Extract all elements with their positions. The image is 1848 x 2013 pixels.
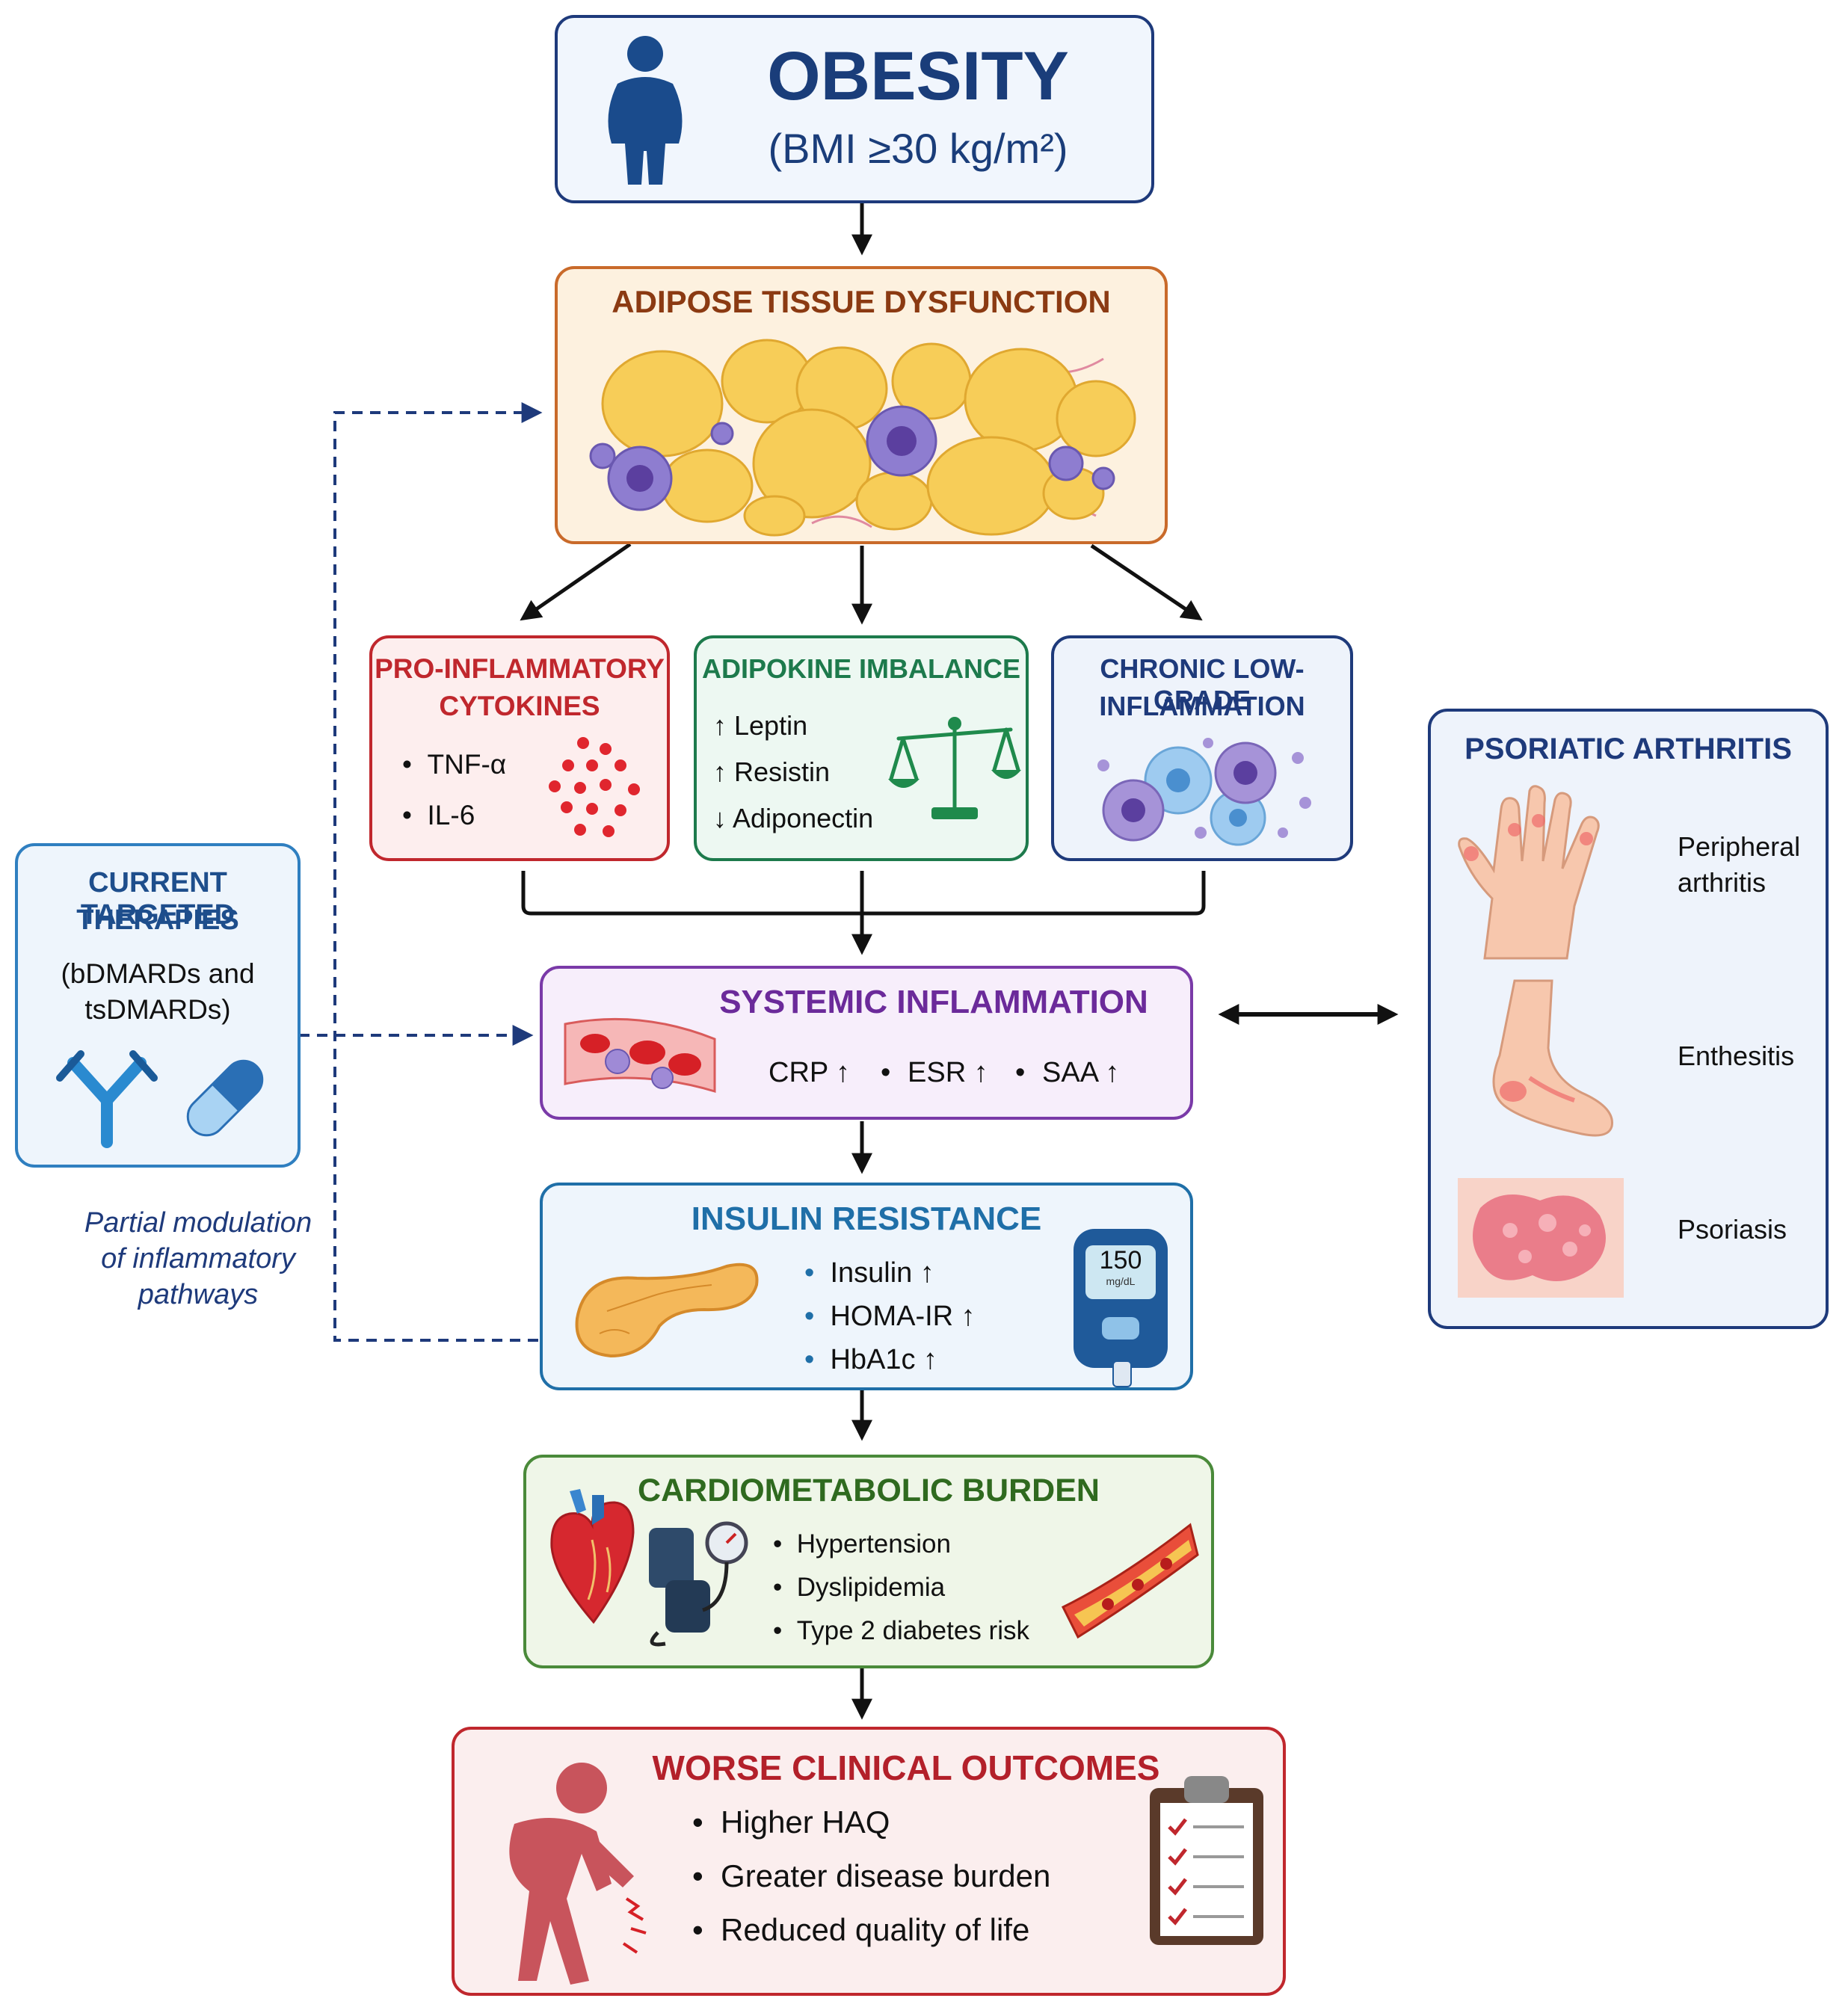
chronic-title-line1: CHRONIC LOW-GRADE	[1100, 653, 1305, 715]
fat-cells-illustration	[589, 339, 1136, 537]
cytokine-dots-icon	[549, 737, 640, 837]
hba1c-text: HbA1c ↑	[830, 1344, 938, 1375]
adipose-box: ADIPOSE TISSUE DYSFUNCTION	[555, 266, 1168, 544]
dyslipidemia-text: Dyslipidemia	[796, 1573, 946, 1602]
insulin-item-hba1c: • HbA1c ↑	[804, 1344, 938, 1375]
adiponectin-text: Adiponectin	[733, 803, 874, 833]
cytokine-item-il6: • IL-6	[402, 800, 475, 830]
systemic-title: SYSTEMIC INFLAMMATION	[719, 984, 1148, 1020]
heart-icon	[550, 1489, 635, 1624]
capsule-icon	[186, 1059, 264, 1137]
outcome-item-burden: • Greater disease burden	[692, 1858, 1051, 1893]
cytokine-il6-text: IL-6	[427, 800, 475, 830]
insulin-text: Insulin ↑	[830, 1257, 934, 1289]
artery-plaque-icon	[1061, 1523, 1199, 1639]
modulation-line2: of inflammatory	[101, 1243, 295, 1274]
systemic-marker-crp: CRP ↑	[769, 1057, 851, 1088]
person-in-pain-icon	[509, 1763, 647, 1985]
systemic-marker-saa: SAA ↑	[1042, 1057, 1120, 1088]
person-icon	[608, 36, 683, 185]
insulin-item-insulin: • Insulin ↑	[804, 1257, 934, 1289]
resistin-text: Resistin	[734, 756, 831, 787]
flow-arrows	[520, 203, 1399, 1720]
outcomes-title: WORSE CLINICAL OUTCOMES	[652, 1748, 1160, 1787]
psa-title: PSORIATIC ARTHRITIS	[1464, 733, 1792, 765]
antibody-icon	[56, 1050, 158, 1148]
psa-peripheral-line2: arthritis	[1678, 867, 1767, 898]
haq-text: Higher HAQ	[721, 1804, 890, 1840]
adipokine-item-leptin: ↑ Leptin	[713, 710, 807, 742]
modulation-note: Partial modulation of inflammatory pathw…	[15, 1205, 381, 1313]
systemic-bullet-1: •	[881, 1057, 891, 1088]
blood-vessel-icon	[564, 1017, 716, 1094]
adipokine-title: ADIPOKINE IMBALANCE	[701, 653, 1020, 684]
therapies-title-line2: THERAPIES	[76, 904, 239, 936]
dashed-feedback-lines	[299, 402, 543, 1342]
cardio-item-diabetes: • Type 2 diabetes risk	[773, 1616, 1029, 1645]
psoriasis-skin-icon	[1458, 1178, 1624, 1298]
glucose-meter-strip	[1112, 1360, 1132, 1387]
modulation-line3: pathways	[138, 1279, 259, 1310]
cardio-title: CARDIOMETABOLIC BURDEN	[638, 1473, 1100, 1508]
chronic-box: CHRONIC LOW-GRADE INFLAMMATION	[1051, 635, 1353, 861]
insulin-box: INSULIN RESISTANCE • Insulin ↑ • HOMA-IR…	[540, 1183, 1193, 1390]
therapies-title-line1: CURRENT TARGETED	[80, 867, 235, 931]
cytokine-tnf-text: TNF-α	[427, 749, 507, 780]
leptin-arrow: ↑	[713, 710, 727, 741]
glucose-meter-unit: mg/dL	[1106, 1275, 1136, 1287]
modulation-line1: Partial modulation	[84, 1207, 312, 1239]
adipokine-item-adiponectin: ↓ Adiponectin	[713, 803, 873, 834]
pancreas-icon	[575, 1263, 759, 1358]
homa-text: HOMA-IR ↑	[830, 1301, 976, 1332]
cardio-item-dyslipidemia: • Dyslipidemia	[773, 1573, 946, 1602]
chronic-title-line2: INFLAMMATION	[1099, 691, 1305, 721]
adiponectin-arrow: ↓	[713, 803, 727, 833]
insulin-title: INSULIN RESISTANCE	[691, 1200, 1042, 1237]
outcomes-box: WORSE CLINICAL OUTCOMES • Higher HAQ • G…	[452, 1727, 1286, 1996]
adipokine-box: ADIPOKINE IMBALANCE ↑ Leptin ↑ Resistin …	[694, 635, 1029, 861]
glucose-meter-screen: 150 mg/dL	[1085, 1245, 1156, 1299]
systemic-marker-esr: ESR ↑	[908, 1057, 988, 1088]
obesity-subtitle: (BMI ≥30 kg/m²)	[768, 125, 1068, 172]
psa-enthesitis: Enthesitis	[1678, 1041, 1795, 1071]
foot-icon	[1492, 979, 1613, 1137]
glucose-meter-value: 150	[1099, 1246, 1142, 1274]
insulin-item-homa: • HOMA-IR ↑	[804, 1301, 976, 1332]
psa-peripheral-line1: Peripheral	[1678, 831, 1801, 862]
leptin-text: Leptin	[734, 710, 808, 741]
outcome-item-haq: • Higher HAQ	[692, 1804, 890, 1840]
burden-text: Greater disease burden	[721, 1858, 1051, 1893]
immune-cells-icon	[1097, 738, 1311, 846]
resistin-arrow: ↑	[713, 756, 727, 787]
cytokine-item-tnf: • TNF-α	[402, 749, 507, 780]
therapies-sub-line2: tsDMARDs)	[84, 994, 231, 1025]
qol-text: Reduced quality of life	[721, 1912, 1030, 1947]
cytokines-box: PRO-INFLAMMATORY CYTOKINES • TNF-α • IL-…	[369, 635, 670, 861]
glucose-meter-button	[1102, 1317, 1139, 1340]
hand-icon	[1458, 785, 1600, 960]
psa-psoriasis: Psoriasis	[1678, 1214, 1787, 1245]
diabetes-text: Type 2 diabetes risk	[796, 1616, 1029, 1645]
psa-box: PSORIATIC ARTHRITIS Peripheral arthritis…	[1428, 709, 1829, 1329]
adipokine-item-resistin: ↑ Resistin	[713, 756, 830, 788]
systemic-bullet-2: •	[1015, 1057, 1026, 1088]
balance-scale-icon	[888, 717, 1021, 819]
obesity-box: OBESITY (BMI ≥30 kg/m²)	[555, 15, 1154, 203]
clipboard-icon	[1150, 1776, 1263, 1945]
hypertension-text: Hypertension	[796, 1529, 951, 1559]
systemic-box: SYSTEMIC INFLAMMATION CRP ↑ • ESR ↑ • SA…	[540, 966, 1193, 1120]
cardio-item-hypertension: • Hypertension	[773, 1529, 951, 1559]
therapies-sub-line1: (bDMARDs and	[61, 958, 255, 989]
adipose-title: ADIPOSE TISSUE DYSFUNCTION	[612, 284, 1111, 319]
cytokines-title-line1: PRO-INFLAMMATORY	[375, 653, 665, 684]
outcome-item-qol: • Reduced quality of life	[692, 1912, 1030, 1947]
therapies-box: CURRENT TARGETED THERAPIES (bDMARDs and …	[15, 843, 301, 1168]
cardio-box: CARDIOMETABOLIC BURDEN • Hypertension • …	[523, 1455, 1214, 1668]
glucose-meter-icon: 150 mg/dL	[1074, 1229, 1168, 1387]
cytokines-title-line2: CYTOKINES	[439, 691, 600, 721]
blood-pressure-icon	[649, 1521, 748, 1647]
obesity-title: OBESITY	[767, 38, 1069, 114]
